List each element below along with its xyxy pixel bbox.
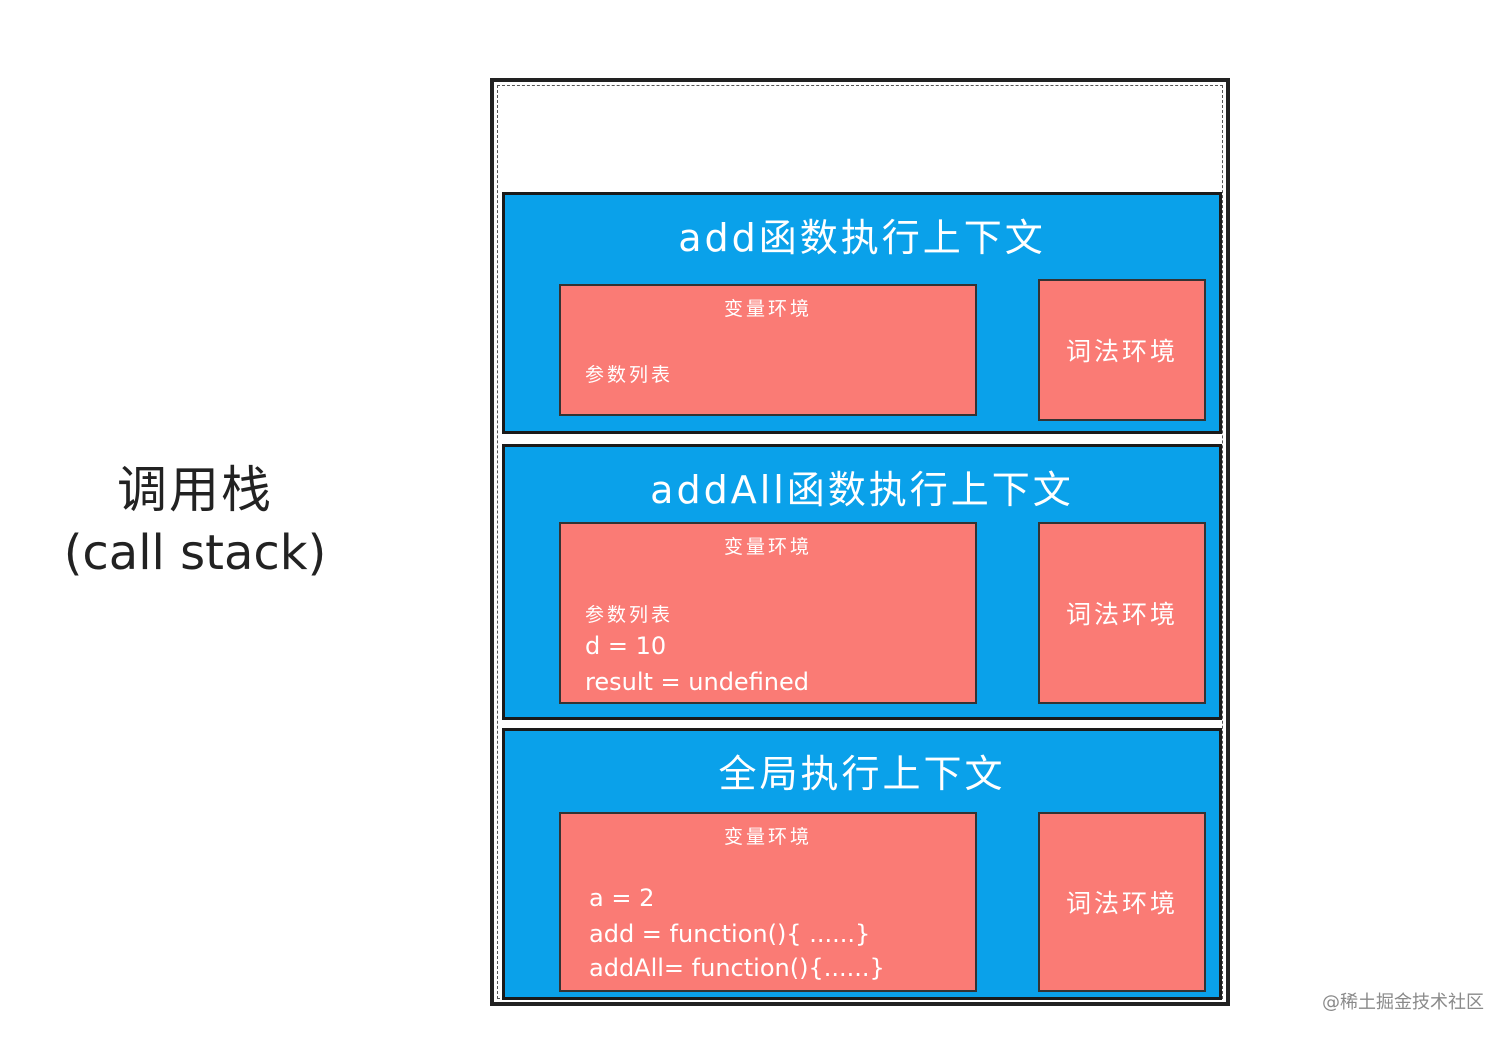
call-stack-title-en: (call stack) — [63, 525, 327, 581]
variable-environment: 变量环境 a = 2 add = function(){ ......} add… — [559, 812, 977, 992]
variable-environment: 变量环境 参数列表 d = 10 result = undefined — [559, 522, 977, 704]
addall-execution-context: addAll函数执行上下文 变量环境 参数列表 d = 10 result = … — [502, 444, 1222, 720]
variable-environment-title: 变量环境 — [723, 826, 812, 848]
watermark: @稀土掘金技术社区 — [1322, 992, 1484, 1013]
variable-line: addAll= function(){......} — [589, 954, 885, 982]
global-execution-context: 全局执行上下文 变量环境 a = 2 add = function(){ ...… — [502, 728, 1222, 1000]
variable-line: add = function(){ ......} — [589, 920, 871, 948]
variable-environment-title: 变量环境 — [723, 298, 812, 320]
variable-environment-title: 变量环境 — [723, 536, 812, 558]
lexical-environment-title: 词法环境 — [1065, 600, 1178, 629]
call-stack-title-cn: 调用栈 — [117, 461, 273, 519]
lexical-environment: 词法环境 — [1038, 522, 1206, 704]
lexical-environment-title: 词法环境 — [1065, 889, 1178, 918]
call-stack-frame: add函数执行上下文 变量环境 参数列表 词法环境 addAll函数执行上下文 … — [490, 78, 1230, 1006]
lexical-environment: 词法环境 — [1038, 812, 1206, 992]
variable-line: d = 10 — [585, 632, 667, 660]
variable-line: result = undefined — [585, 668, 810, 696]
context-title: 全局执行上下文 — [718, 752, 1006, 796]
lexical-environment: 词法环境 — [1038, 279, 1206, 421]
variable-line: 参数列表 — [585, 604, 674, 626]
context-title: add函数执行上下文 — [678, 216, 1046, 260]
variable-environment: 变量环境 参数列表 — [559, 284, 977, 416]
variable-line: a = 2 — [589, 884, 655, 912]
variable-line: 参数列表 — [585, 364, 674, 386]
context-title: addAll函数执行上下文 — [650, 468, 1074, 512]
lexical-environment-title: 词法环境 — [1065, 337, 1178, 366]
add-execution-context: add函数执行上下文 变量环境 参数列表 词法环境 — [502, 192, 1222, 434]
